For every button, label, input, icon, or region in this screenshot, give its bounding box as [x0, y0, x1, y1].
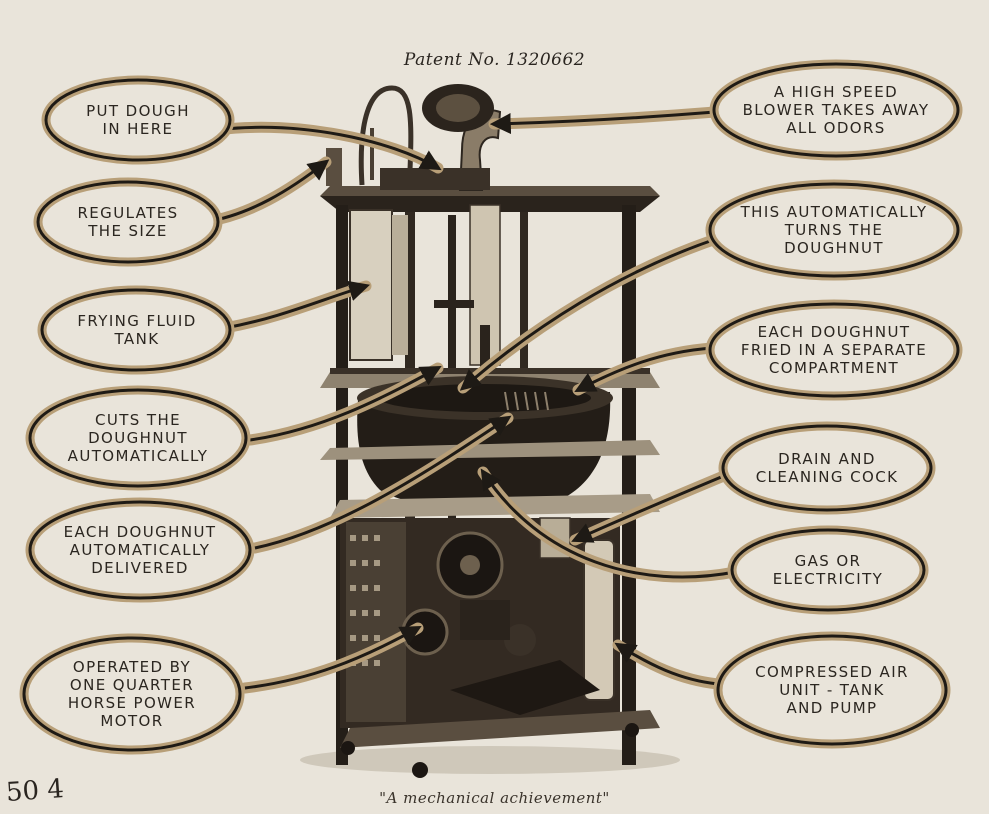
bubble-separate-compartment — [572, 299, 963, 401]
patent-number-title: Patent No. 1320662 — [403, 50, 586, 70]
bubble-put-dough — [41, 75, 444, 174]
bubble-blower — [488, 59, 963, 161]
callout-motor: OPERATED BY ONE QUARTER HORSE POWER MOTO… — [67, 658, 197, 730]
bubble-drain-cock — [569, 421, 936, 546]
callout-put-dough: PUT DOUGH IN HERE — [86, 102, 190, 138]
callout-gas-electricity: GAS OR ELECTRICITY — [772, 552, 884, 588]
callout-compressed-air: COMPRESSED AIR UNIT - TANK AND PUMP — [755, 663, 909, 717]
bubble-cuts-doughnut — [25, 362, 444, 491]
figure-caption: "A mechanical achievement" — [379, 789, 610, 807]
callout-frying-fluid-tank: FRYING FLUID TANK — [77, 312, 197, 348]
doughnut-machine-illustration — [300, 84, 680, 778]
bubble-gas-electricity — [477, 466, 929, 615]
callout-regulates-size: REGULATES THE SIZE — [77, 204, 179, 240]
callout-cuts-doughnut: CUTS THE DOUGHNUT AUTOMATICALLY — [67, 411, 209, 465]
bubble-compressed-air — [612, 631, 951, 749]
callout-blower: A HIGH SPEED BLOWER TAKES AWAY ALL ODORS — [742, 83, 930, 137]
callout-bubbles — [19, 59, 963, 755]
bubble-regulates-size — [33, 156, 332, 267]
bubble-automatically-delivered — [25, 412, 514, 603]
handwritten-note: 50 4 — [5, 774, 65, 808]
bubble-motor — [19, 622, 424, 755]
callout-turns-doughnut: THIS AUTOMATICALLY TURNS THE DOUGHNUT — [740, 203, 928, 257]
bubble-turns-doughnut — [457, 179, 963, 394]
callout-drain-cock: DRAIN AND CLEANING COCK — [755, 450, 899, 486]
bubble-frying-fluid-tank — [37, 280, 372, 375]
callout-automatically-delivered: EACH DOUGHNUT AUTOMATICALLY DELIVERED — [63, 523, 217, 577]
callout-separate-compartment: EACH DOUGHNUT FRIED IN A SEPARATE COMPAR… — [740, 323, 928, 377]
